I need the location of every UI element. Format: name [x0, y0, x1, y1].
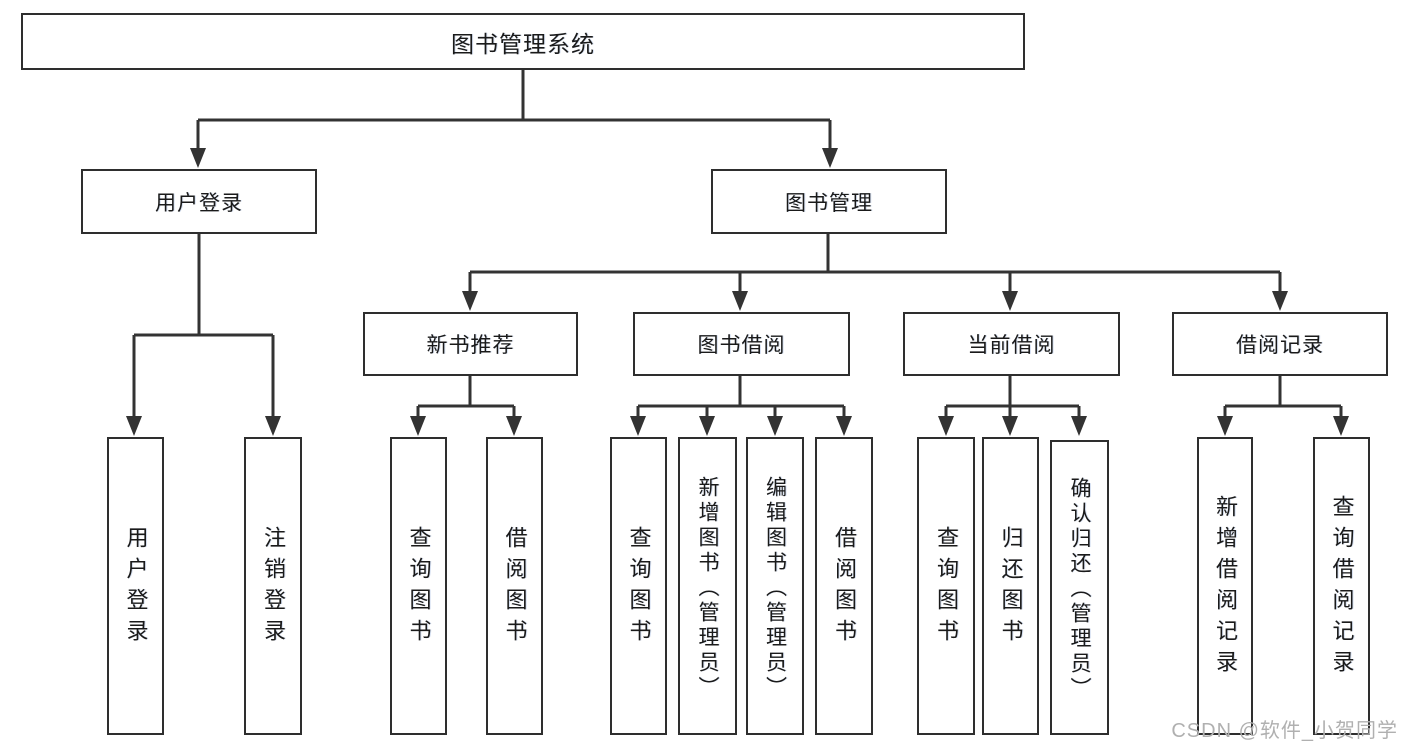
leaf-query-book-borrow: 查询图书	[610, 437, 667, 735]
leaf-logout-login: 注销登录	[244, 437, 302, 735]
csdn-watermark: CSDN @软件_小贺同学	[1171, 720, 1398, 742]
leaf-user-login: 用户登录	[107, 437, 164, 735]
node-book-borrow: 图书借阅	[633, 312, 850, 376]
node-book-management: 图书管理	[711, 169, 947, 234]
leaf-return-book: 归还图书	[982, 437, 1039, 735]
leaf-edit-book-admin: 编辑图书（管理员）	[746, 437, 804, 735]
leaf-borrow-book-recommend: 借阅图书	[486, 437, 543, 735]
node-user-login: 用户登录	[81, 169, 317, 234]
leaf-query-book-recommend: 查询图书	[390, 437, 447, 735]
leaf-add-book-admin: 新增图书（管理员）	[678, 437, 737, 735]
leaf-query-book-current: 查询图书	[917, 437, 975, 735]
leaf-confirm-return-admin: 确认归还（管理员）	[1050, 440, 1109, 735]
node-new-book-recommend: 新书推荐	[363, 312, 578, 376]
leaf-borrow-book: 借阅图书	[815, 437, 873, 735]
leaf-query-borrow-record: 查询借阅记录	[1313, 437, 1370, 735]
node-library-system: 图书管理系统	[21, 13, 1025, 70]
node-current-borrow: 当前借阅	[903, 312, 1120, 376]
node-borrow-records: 借阅记录	[1172, 312, 1388, 376]
leaf-add-borrow-record: 新增借阅记录	[1197, 437, 1253, 735]
